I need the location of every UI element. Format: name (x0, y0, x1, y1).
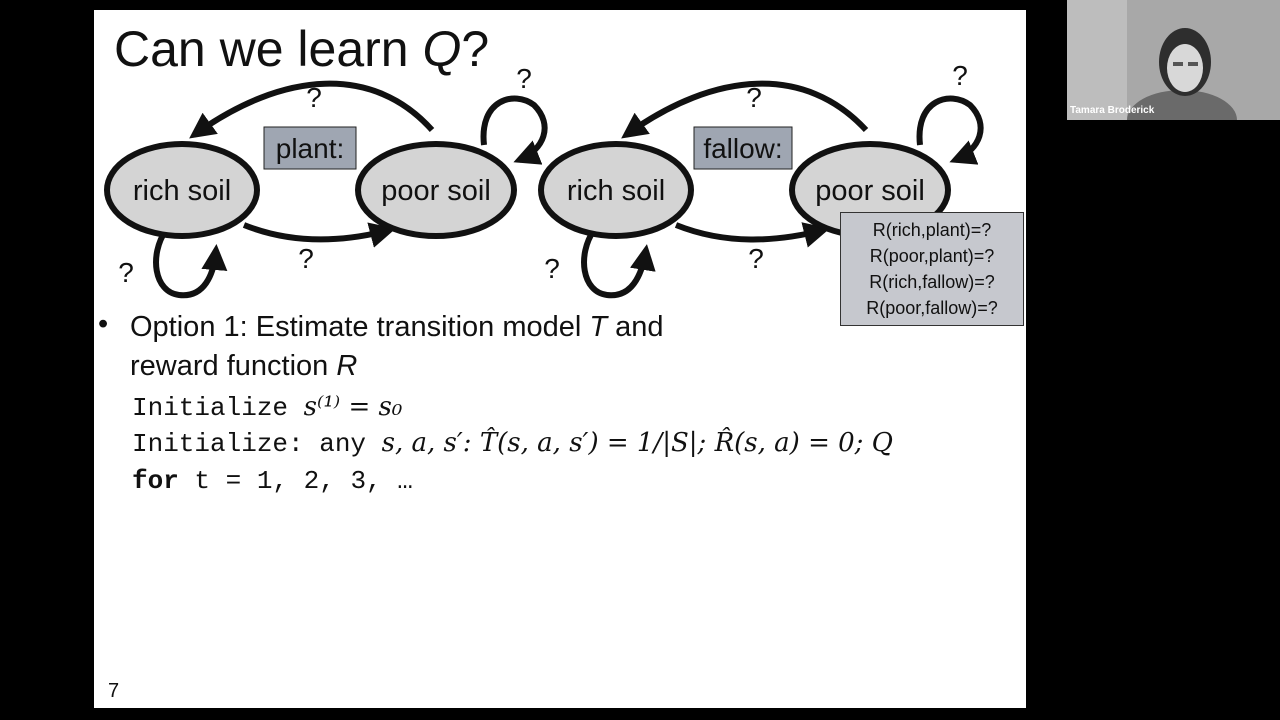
participant-name: Tamara Broderick (1070, 105, 1155, 116)
reward-entry: R(rich,plant)=? (872, 220, 992, 240)
state-label: poor soil (381, 175, 491, 207)
node-rich-soil-left (104, 141, 260, 239)
participant-avatar (1067, 0, 1280, 120)
code-line-init1: Initialize s⁽¹⁾ = s₀ (132, 392, 403, 423)
page-number: 7 (108, 680, 120, 702)
code-line-for: for t = 1, 2, 3, … (132, 466, 413, 496)
transition-prob-label: ? (118, 257, 134, 288)
reward-entry: R(poor,plant)=? (869, 246, 995, 266)
action-box-plant (263, 126, 357, 170)
diagram-plant: plant: rich soil poor soil ? ? ? ? (104, 63, 548, 299)
transition-prob-label: ? (748, 243, 764, 274)
action-label-fallow: fallow: (703, 133, 782, 164)
reward-entry: R(poor,fallow)=? (866, 298, 998, 318)
state-label: rich soil (567, 175, 665, 207)
reward-box: R(rich,plant)=? R(poor,plant)=? R(rich,f… (840, 212, 1024, 326)
bullet-marker: • (98, 308, 109, 340)
transition-prob-label: ? (306, 82, 322, 113)
mdp-diagram: plant: rich soil poor soil ? ? ? ? fallo… (104, 60, 984, 299)
transition-prob-label: ? (298, 243, 314, 274)
node-rich-soil-right (538, 141, 694, 239)
transition-prob-label: ? (952, 60, 968, 91)
slide-title: Can we learn Q? (114, 21, 490, 77)
option1-text: Option 1: Estimate transition model T an… (130, 311, 664, 382)
video-thumbnail[interactable]: Tamara Broderick (1067, 0, 1280, 120)
state-label: rich soil (133, 175, 231, 207)
reward-entry: R(rich,fallow)=? (869, 272, 995, 292)
action-box-fallow (693, 126, 793, 170)
state-label: poor soil (815, 175, 925, 207)
action-label-plant: plant: (276, 133, 345, 164)
transition-prob-label: ? (516, 63, 532, 94)
code-line-init2: Initialize: any s, a, s′: T̂(s, a, s′) =… (132, 428, 893, 459)
transition-prob-label: ? (746, 82, 762, 113)
slide: Can we learn Q? plant: rich soil poor so… (94, 10, 1026, 708)
transition-prob-label: ? (544, 253, 560, 284)
node-poor-soil-left (355, 141, 517, 239)
